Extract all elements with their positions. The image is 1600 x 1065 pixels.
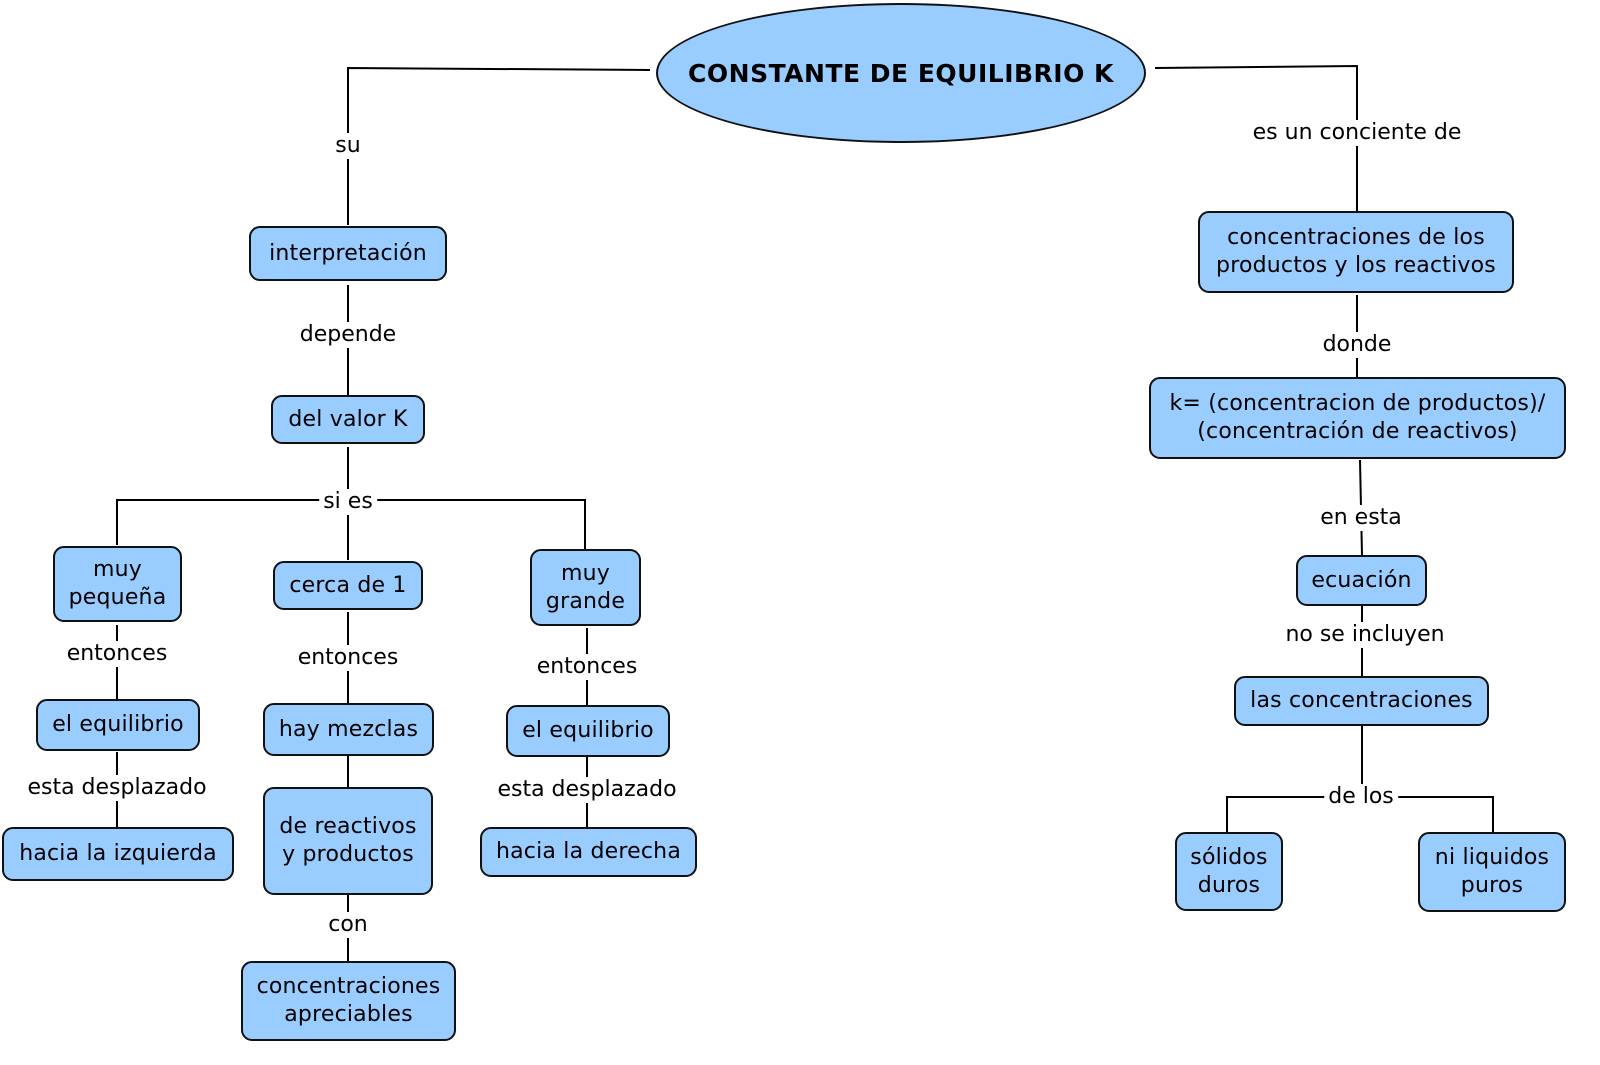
node-liquidos[interactable]: ni liquidos puros [1418,832,1566,912]
node-derecha[interactable]: hacia la derecha [480,827,697,877]
link-entonces-center: entonces [293,645,403,671]
link-con: con [324,912,372,938]
node-muy-grande[interactable]: muy grande [530,549,641,626]
node-cerca-de-1[interactable]: cerca de 1 [273,561,423,610]
link-entonces-left: entonces [62,641,172,667]
node-muy-pequena[interactable]: muy pequeña [53,546,182,622]
link-desplazado-right: esta desplazado [493,777,681,803]
node-valor-k[interactable]: del valor K [271,395,425,444]
node-equilibrio-left[interactable]: el equilibrio [36,699,200,751]
node-hay-mezclas[interactable]: hay mezclas [263,703,434,756]
link-cociente: es un conciente de [1248,120,1466,146]
link-si-es: si es [319,489,377,515]
node-izquierda[interactable]: hacia la izquierda [2,827,234,881]
node-equilibrio-right[interactable]: el equilibrio [506,705,670,757]
root-label: CONSTANTE DE EQUILIBRIO K [688,58,1114,88]
node-interpretacion[interactable]: interpretación [249,226,447,281]
link-no-incluyen: no se incluyen [1281,622,1449,648]
node-concentraciones[interactable]: concentraciones de los productos y los r… [1198,211,1514,293]
root-node[interactable]: CONSTANTE DE EQUILIBRIO K [656,3,1146,143]
link-donde: donde [1318,332,1396,358]
link-entonces-right: entonces [532,654,642,680]
link-su: su [331,133,365,159]
link-en-esta: en esta [1316,505,1406,531]
link-desplazado-left: esta desplazado [23,775,211,801]
link-de-los: de los [1324,784,1398,810]
node-concentraciones-apreciables[interactable]: concentraciones apreciables [241,961,456,1041]
node-reactivos-productos[interactable]: de reactivos y productos [263,787,433,895]
node-formula[interactable]: k= (concentracion de productos)/ (concen… [1149,377,1566,459]
node-solidos[interactable]: sólidos duros [1175,832,1283,911]
link-depende: depende [295,322,401,348]
node-ecuacion[interactable]: ecuación [1296,555,1427,606]
node-las-concentraciones[interactable]: las concentraciones [1234,676,1489,726]
